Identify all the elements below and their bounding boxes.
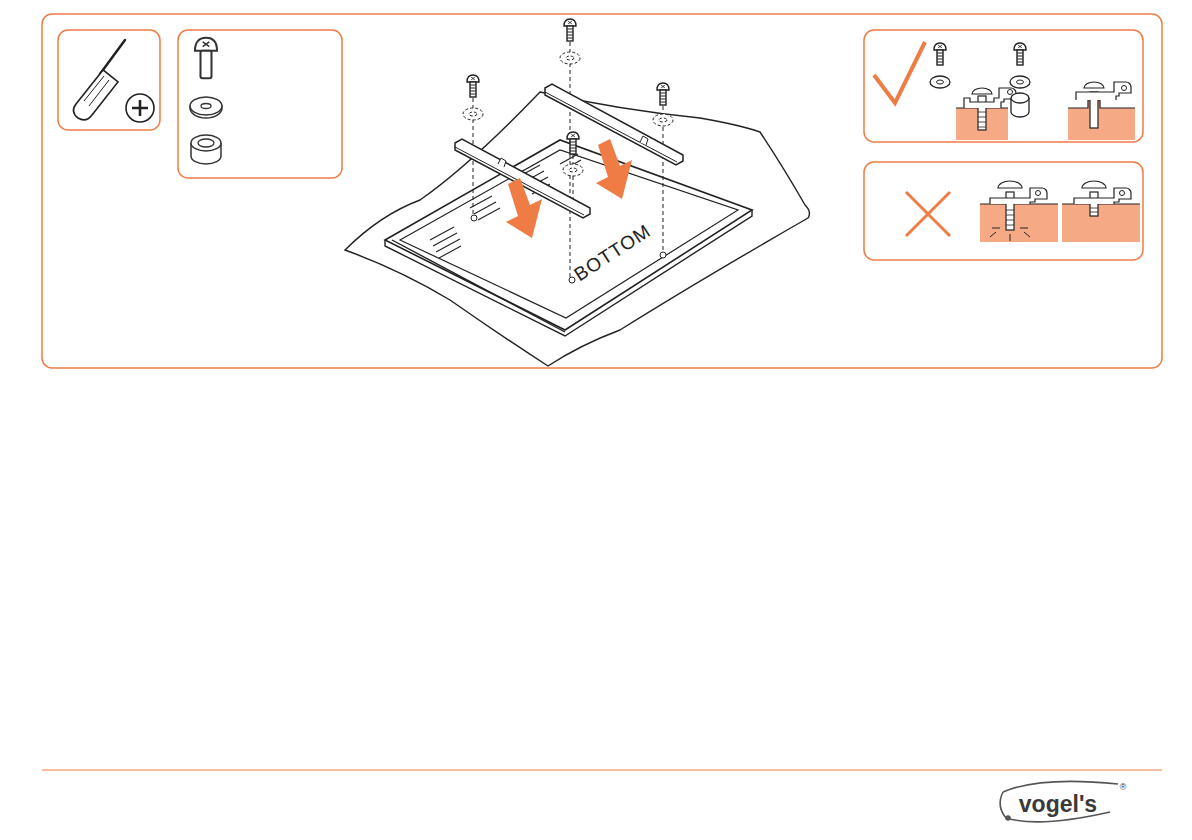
screws xyxy=(467,19,669,154)
correct-panel xyxy=(864,30,1143,142)
step-frame xyxy=(42,14,1162,368)
footer-rule xyxy=(42,770,1162,771)
brand-logo: vogel's xyxy=(1019,793,1097,816)
tool-panel xyxy=(58,30,160,130)
mounting-strips xyxy=(455,84,683,218)
wrong-panel xyxy=(864,162,1143,260)
tv-on-cloth xyxy=(345,92,809,366)
registered-mark: ® xyxy=(1120,783,1127,792)
parts-panel xyxy=(178,30,342,178)
direction-arrows xyxy=(506,139,632,238)
logo-swoosh xyxy=(1000,781,1118,822)
